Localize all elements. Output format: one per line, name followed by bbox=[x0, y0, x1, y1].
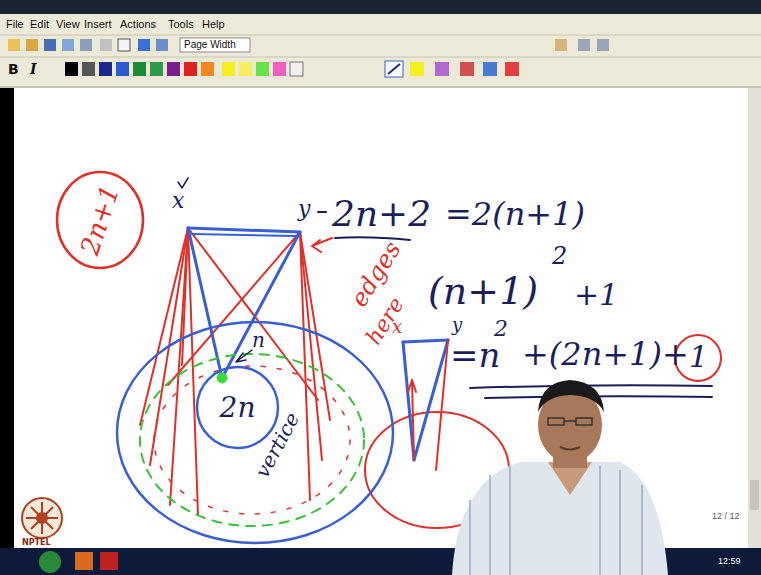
presenter bbox=[452, 380, 668, 575]
exponent: 2 bbox=[494, 318, 508, 340]
page-number: 12 / 12 bbox=[712, 512, 740, 521]
title-bar bbox=[0, 0, 761, 14]
edge-fan bbox=[140, 228, 332, 515]
annotation: n bbox=[252, 330, 265, 350]
vertex-dot bbox=[217, 373, 227, 383]
menu-item: Tools bbox=[168, 19, 194, 30]
equation: 2n+2 bbox=[332, 196, 431, 232]
logo-text: NPTEL bbox=[22, 539, 51, 547]
vertex-label: x bbox=[172, 190, 184, 212]
pointer-arrow bbox=[236, 350, 252, 362]
menu-item: Insert bbox=[84, 19, 112, 30]
equation: +1 bbox=[574, 280, 618, 310]
check-mark bbox=[178, 178, 188, 188]
nptel-logo bbox=[22, 498, 62, 538]
vertex-label: y bbox=[452, 316, 462, 334]
vertex-label: x bbox=[392, 318, 402, 336]
toolbar-area bbox=[0, 14, 761, 88]
color-swatches bbox=[65, 61, 519, 77]
menu-item: View bbox=[56, 19, 80, 30]
equation: 1 bbox=[689, 342, 708, 372]
clock: 12:59 bbox=[718, 557, 741, 566]
dashed-ring bbox=[140, 354, 364, 526]
node-label: 2n bbox=[220, 394, 256, 422]
zoom-box: Page Width bbox=[184, 40, 236, 50]
start-button bbox=[39, 551, 61, 573]
format-button: I bbox=[30, 62, 37, 76]
toolbar-icons bbox=[8, 38, 609, 52]
equation: =n bbox=[450, 338, 500, 372]
inner-circle: 2n bbox=[195, 365, 280, 450]
equation: =2(n+1) bbox=[445, 198, 585, 230]
menu-item: Actions bbox=[120, 19, 156, 30]
menu-item: File bbox=[6, 19, 24, 30]
dashed-ring bbox=[154, 366, 350, 514]
triangle bbox=[188, 228, 300, 378]
equation: +(2n+1)+ bbox=[522, 338, 689, 370]
scrollbar bbox=[748, 88, 761, 548]
node-label: 2n+1 bbox=[77, 182, 124, 258]
vertex-label: y bbox=[298, 198, 310, 220]
menu-item: Help bbox=[202, 19, 225, 30]
vertex-set-circle: vertice2n bbox=[115, 320, 395, 545]
underline bbox=[335, 237, 410, 240]
small-triangle bbox=[403, 340, 448, 460]
exponent: 2 bbox=[552, 244, 567, 268]
format-button: B bbox=[8, 62, 19, 76]
menu-item: Edit bbox=[30, 19, 49, 30]
node-outline bbox=[115, 320, 395, 545]
equation: (n+1) bbox=[428, 272, 538, 310]
red-circle: 2n+1 bbox=[55, 170, 145, 270]
